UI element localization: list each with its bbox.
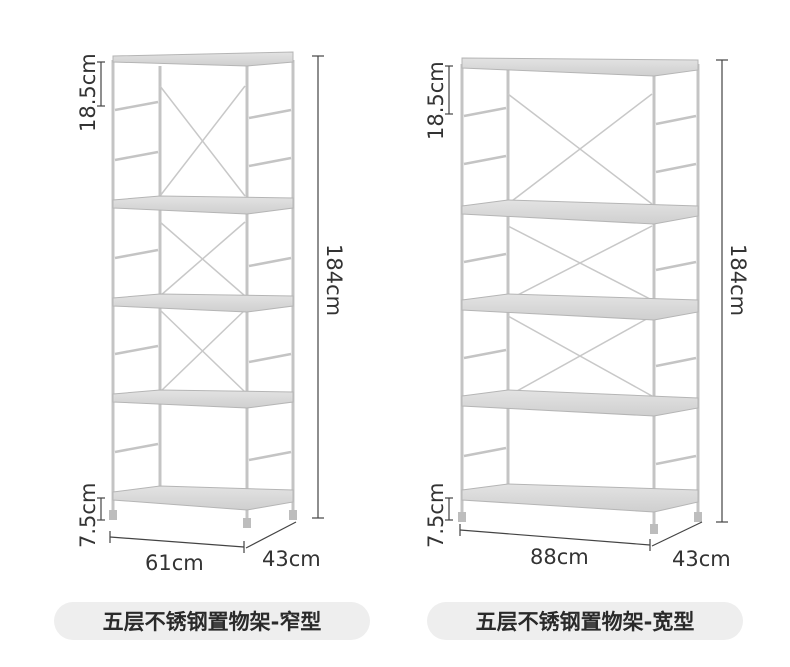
wide-top-gap-label: 18.5cm (424, 61, 448, 140)
narrow-shelf-caption: 五层不锈钢置物架-窄型 (54, 602, 370, 640)
narrow-height-label: 184cm (322, 244, 346, 316)
wide-bottom-gap-label: 7.5cm (424, 483, 448, 548)
wide-depth-label: 43cm (672, 547, 731, 571)
narrow-width-label: 61cm (145, 551, 204, 575)
narrow-shelf-boards (112, 51, 294, 511)
dimension-lines (97, 55, 728, 553)
narrow-depth-label: 43cm (262, 547, 321, 571)
wide-shelf-caption: 五层不锈钢置物架-宽型 (427, 602, 743, 640)
narrow-top-gap-label: 18.5cm (76, 53, 100, 132)
wide-shelf-boards (461, 57, 699, 513)
wide-height-label: 184cm (726, 244, 750, 316)
narrow-shelf-rack (109, 60, 297, 528)
narrow-bottom-gap-label: 7.5cm (76, 483, 100, 548)
wide-width-label: 88cm (530, 545, 589, 569)
